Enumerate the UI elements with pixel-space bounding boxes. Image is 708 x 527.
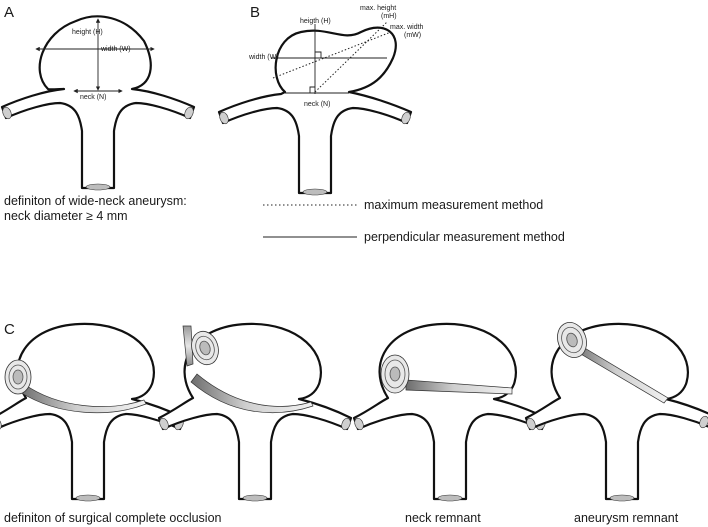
panel-a-caption-line1: definiton of wide-neck aneurysm: [4, 194, 187, 208]
panel-b-letter: B [250, 4, 260, 21]
clip-applier [182, 325, 194, 367]
panel-b-neck-label: neck (N) [304, 101, 330, 108]
panel-b-width-label: width (W) [248, 54, 279, 61]
panel-a-height-label: height (H) [72, 29, 103, 36]
panel-b-max-width-label-1: max. width [390, 24, 424, 31]
panel-b-max-width-line [272, 31, 392, 79]
panel-c-diagram-4 [524, 322, 708, 502]
legend-maximum-label: maximum measurement method [364, 198, 543, 212]
panel-b-max-height-line [314, 21, 388, 93]
panel-c: C [0, 321, 708, 525]
panel-c-caption-complete-occlusion: definiton of surgical complete occlusion [4, 511, 222, 525]
panel-a-neck-label: neck (N) [80, 94, 106, 101]
panel-c-letter: C [4, 321, 15, 338]
panel-a-caption-line2: neck diameter ≥ 4 mm [4, 209, 128, 223]
panel-b: B heigth (H) max. height (mH) max. width… [217, 4, 424, 196]
panel-b-max-height-label-2: (mH) [381, 13, 397, 20]
panel-a-letter: A [4, 4, 14, 21]
panel-b-max-height-label-1: max. height [360, 5, 396, 12]
panel-a-width-label: width (W) [100, 46, 131, 53]
clip-coil-1 [4, 359, 32, 395]
clip-coil-2 [191, 330, 219, 366]
panel-c-diagram-2 [157, 322, 353, 502]
panel-c-diagram-1 [0, 322, 186, 502]
panel-c-caption-aneurysm-remnant: aneurysm remnant [574, 511, 679, 525]
panel-c-caption-neck-remnant: neck remnant [405, 511, 481, 525]
clip-coil-3 [380, 354, 410, 394]
legend: maximum measurement method perpendicular… [263, 198, 565, 244]
legend-perpendicular-label: perpendicular measurement method [364, 230, 565, 244]
panel-b-max-width-label-2: (mW) [404, 32, 421, 39]
panel-b-height-label: heigth (H) [300, 18, 331, 25]
panel-c-diagram-3 [352, 322, 548, 502]
panel-a: A height (H) width (W) neck (N) definito… [0, 4, 196, 223]
clip-coil-4 [557, 322, 587, 358]
